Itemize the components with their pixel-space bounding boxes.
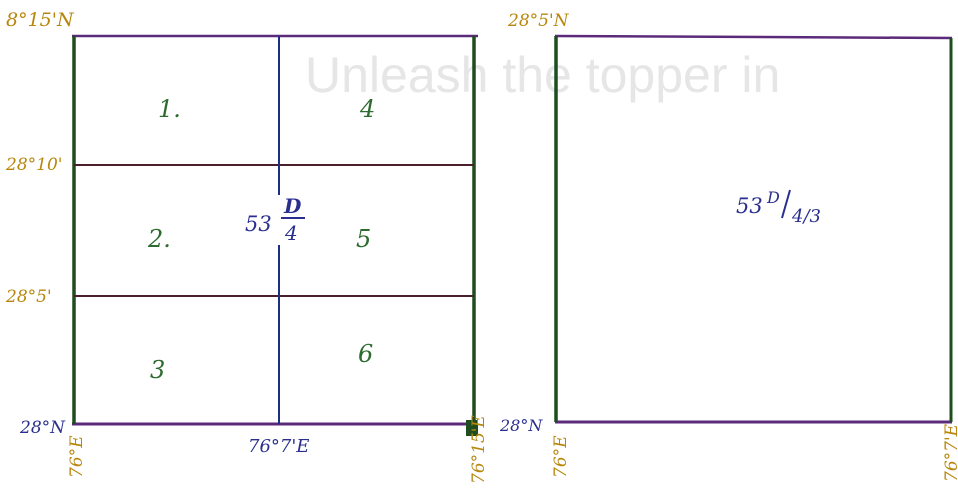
left-map: 8°15'N 28°10' 28°5' 28°N 76°E 76°7'E 76°…: [5, 9, 489, 484]
left-center-label-main: 53: [245, 212, 272, 236]
left-lat-label-3: 28°5': [5, 287, 52, 307]
left-lon-label-center: 76°7'E: [248, 436, 309, 457]
right-sheet-label-main: 53: [736, 194, 763, 218]
left-lat-label-2: 28°10': [5, 155, 62, 175]
left-cell-2: 2.: [147, 225, 171, 253]
right-sheet-label-rest: 4/3: [791, 206, 821, 227]
left-center-label-den: 4: [284, 221, 298, 245]
left-center-label-num: D: [283, 194, 302, 218]
left-cell-5: 5: [356, 225, 371, 253]
right-sheet-label-slash: [781, 189, 791, 219]
left-lon-label-right: 76°15'E: [469, 415, 489, 484]
right-map-top-border: [554, 34, 953, 40]
left-map-corner-mark: [466, 420, 478, 436]
watermark-text: Unleash the topper in: [305, 47, 780, 103]
right-lat-label-top: 28°5'N: [507, 11, 570, 31]
left-lon-label-left: 76°E: [67, 435, 87, 478]
left-cell-3: 3: [150, 356, 165, 384]
left-cell-4: 4: [359, 95, 375, 123]
right-lon-label-right: 76°7'E: [942, 423, 958, 482]
right-lon-label-left: 76°E: [551, 435, 571, 478]
left-lat-label-bottom: 28°N: [19, 418, 66, 438]
right-lat-label-bottom: 28°N: [499, 416, 543, 435]
left-cell-6: 6: [358, 340, 373, 368]
right-map: 28°5'N 28°N 76°E 76°7'E 53 D 4/3: [499, 11, 958, 482]
left-cell-1: 1.: [158, 95, 181, 123]
right-sheet-label-sup: D: [766, 188, 780, 207]
left-lat-label-top: 8°15'N: [6, 9, 75, 31]
